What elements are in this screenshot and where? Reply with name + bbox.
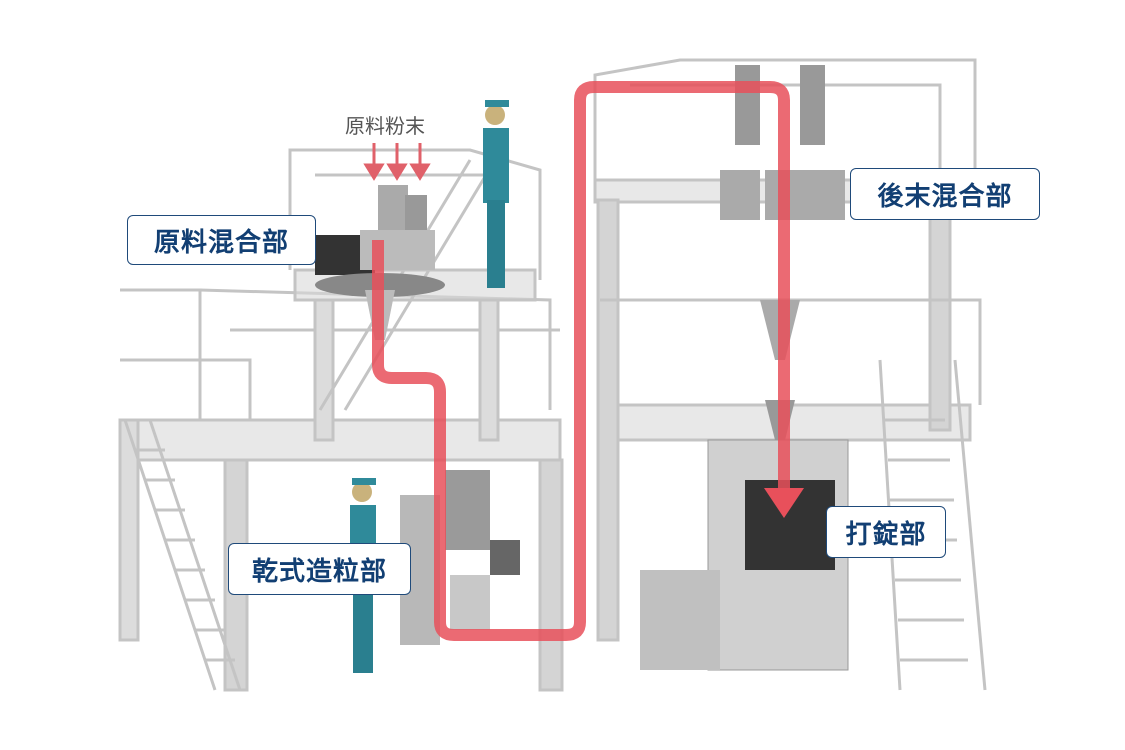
tablet-press-machine xyxy=(640,439,849,671)
raw-mixing-label: 原料混合部 xyxy=(127,215,316,265)
input-arrows xyxy=(363,143,431,181)
input-material-label: 原料粉末 xyxy=(345,114,425,138)
dry-granulation-label: 乾式造粒部 xyxy=(228,543,411,595)
worker-upper xyxy=(483,100,509,288)
tableting-label: 打錠部 xyxy=(826,506,946,558)
material-flow-path xyxy=(372,81,804,641)
granulator-machine xyxy=(400,470,520,645)
post-mixing-label: 後末混合部 xyxy=(850,168,1040,220)
